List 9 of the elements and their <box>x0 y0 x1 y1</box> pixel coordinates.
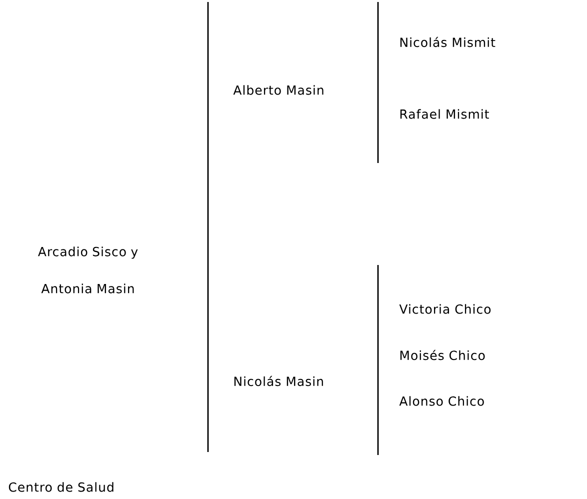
name-label: Arcadio Sisco y Antonia Masin <box>38 246 138 294</box>
name-label: Moisés Chico <box>400 350 485 360</box>
name-label: Alberto Masin <box>233 85 324 95</box>
name-label: Rafael Mismit <box>400 109 489 119</box>
note-text: Centro de Salud <box>8 482 114 492</box>
name-label: Nicolás Mismit <box>400 36 496 48</box>
name-label: Alonso Chico <box>399 396 484 406</box>
name-label: Nicolás Masin <box>234 376 323 386</box>
name-label: Victoria Chico <box>399 304 491 314</box>
